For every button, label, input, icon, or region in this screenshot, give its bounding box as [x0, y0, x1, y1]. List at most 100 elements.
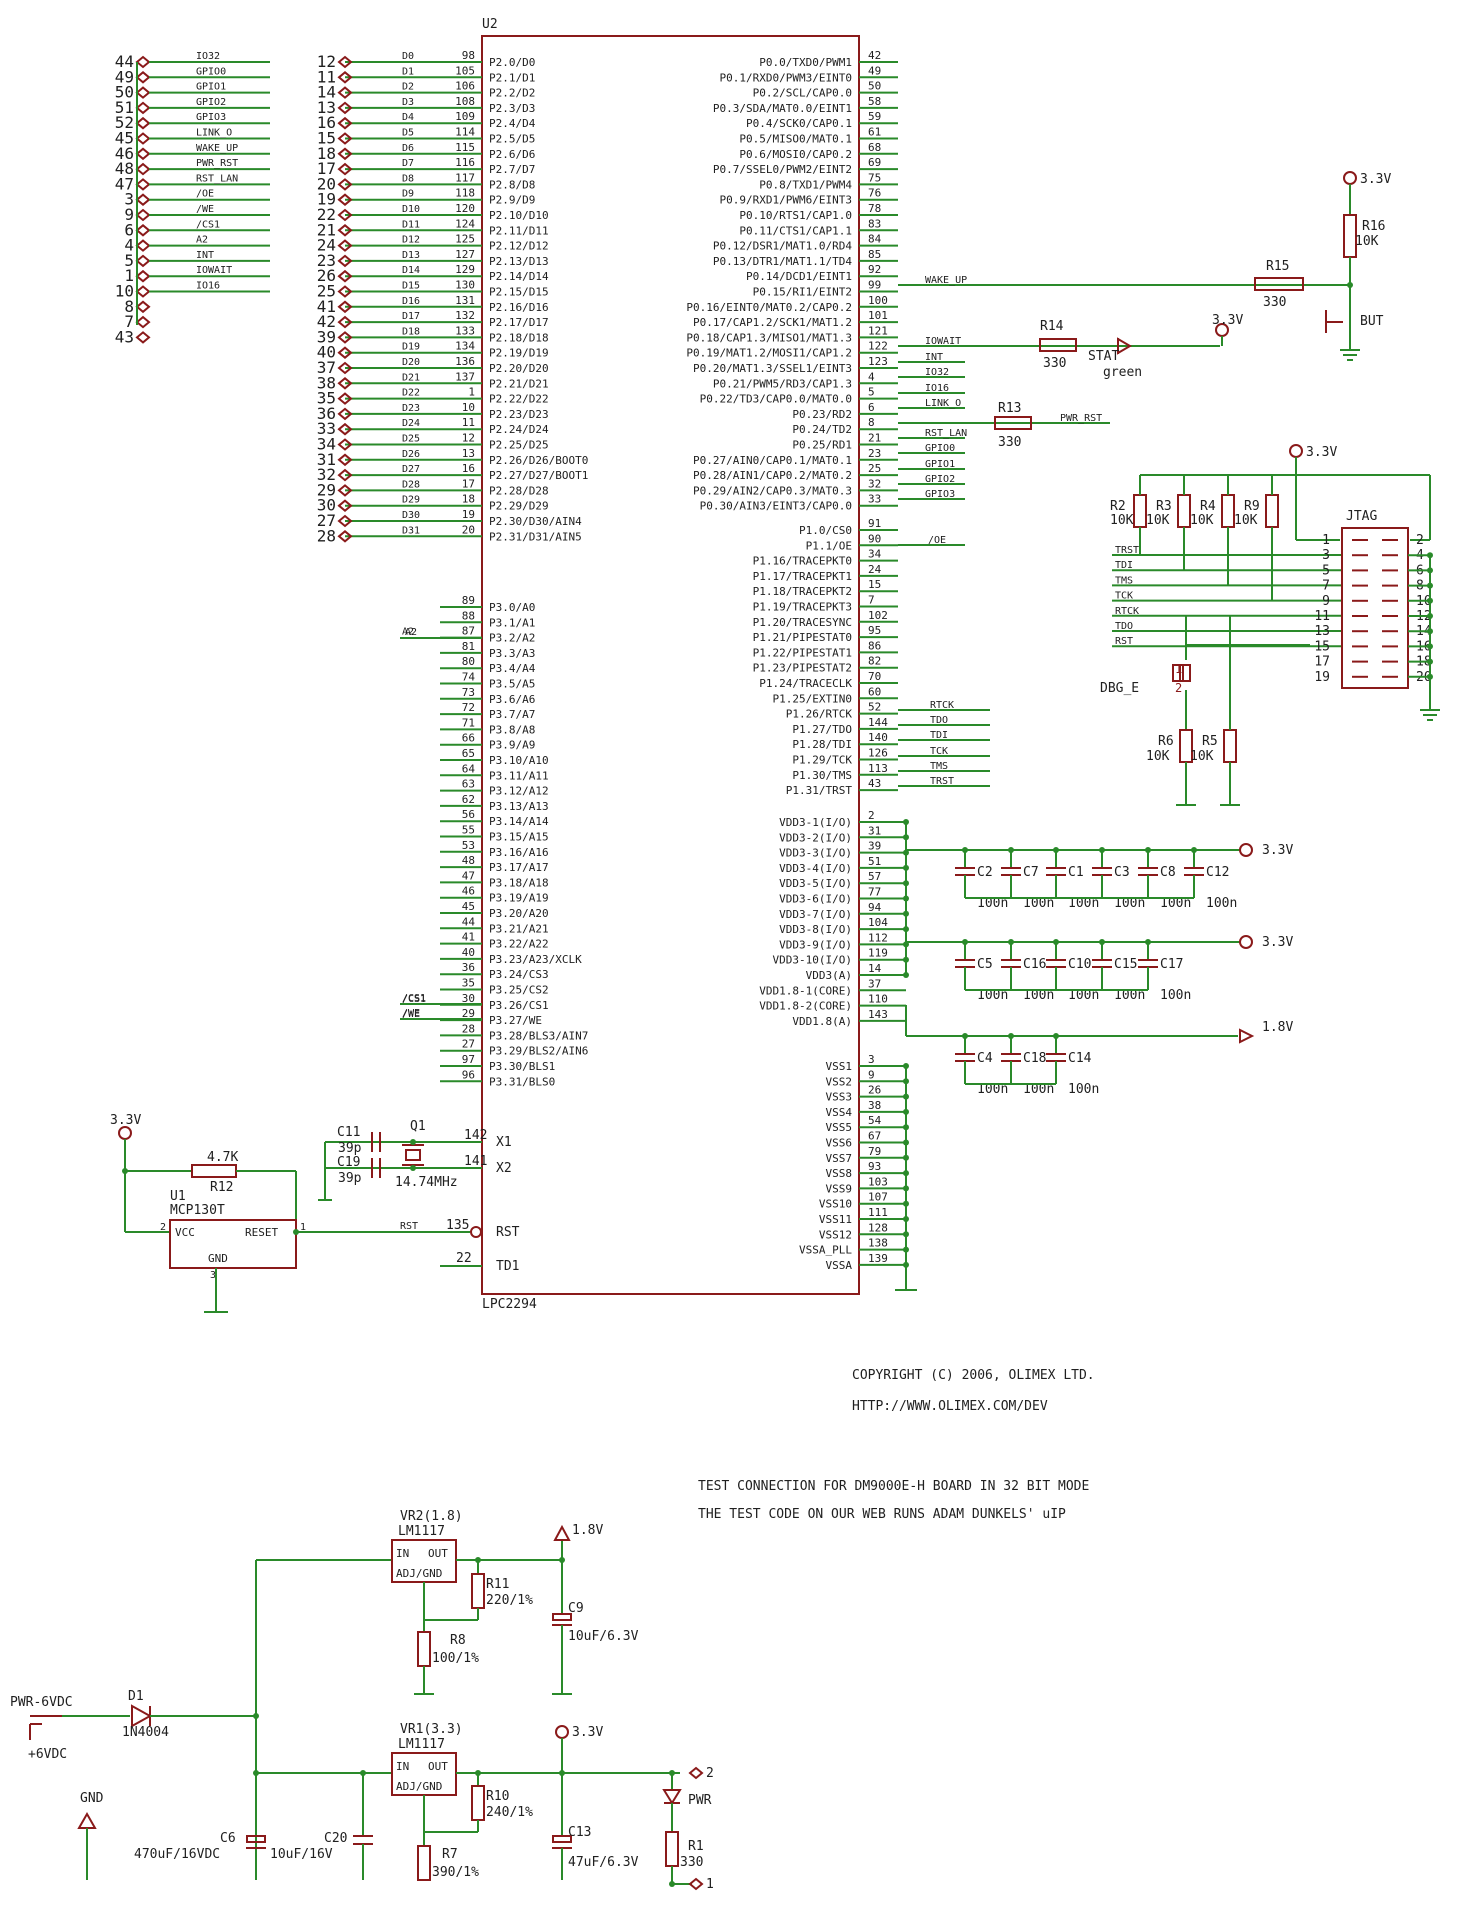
u2-p1-pin-5: 7	[868, 594, 875, 607]
u2-p2-ext-0: 12	[317, 52, 336, 71]
u2-p1-name-2: P1.16/TRACEPKT0	[753, 555, 852, 568]
u2-p1-pin-9: 82	[868, 655, 881, 668]
u2-p1-name-3: P1.17/TRACEPKT1	[753, 570, 852, 583]
u2-p0-name-29: P0.30/AIN3/EINT3/CAP0.0	[700, 500, 852, 513]
test-note-2: THE TEST CODE ON OUR WEB RUNS ADAM DUNKE…	[698, 1507, 1066, 1522]
u2-p0-name-12: P0.12/DSR1/MAT1.0/RD4	[713, 240, 852, 253]
u2-p0-name-7: P0.7/SSEL0/PWM2/EINT2	[713, 163, 852, 176]
u2-p2-pin-20: 136	[455, 355, 475, 368]
u2-p3-name-23: P3.23/A23/XCLK	[489, 953, 582, 966]
u2-vdd-pin-1: 31	[868, 824, 881, 837]
u2-p2-name-13: P2.13/D13	[489, 255, 549, 268]
u2-p0-pin-6: 68	[868, 141, 881, 154]
u2-vss-name-6: VSS7	[826, 1152, 853, 1165]
rail-1v8-label: 1.8V	[1262, 1020, 1293, 1035]
u2-p3-pin-23: 40	[462, 946, 475, 959]
u2-p0-name-26: P0.27/AIN0/CAP0.1/MAT0.1	[693, 454, 852, 467]
svg-text:GPIO0: GPIO0	[925, 443, 955, 454]
u2-p3-name-14: P3.14/A14	[489, 815, 549, 828]
r15-val: 330	[1263, 295, 1286, 310]
u2-p2-pin-28: 17	[462, 477, 475, 490]
u2-p2-ext-14: 26	[317, 266, 336, 285]
u2-vss-name-13: VSSA	[826, 1259, 853, 1272]
u2-p1-pin-3: 24	[868, 563, 882, 576]
pwr-rst-label: PWR_RST	[1060, 413, 1102, 424]
u2-p2-ext-28: 29	[317, 480, 336, 499]
u2-p2-pin-29: 18	[462, 493, 475, 506]
u2-p0-pin-7: 69	[868, 156, 881, 169]
jtag-lpin-3: 7	[1322, 579, 1330, 594]
dbg-pin-1: 1	[1175, 662, 1182, 676]
vr2-in: IN	[396, 1547, 409, 1560]
u2-p2-pin-0: 98	[462, 49, 475, 62]
u2-p2-net-16: D16	[402, 296, 420, 307]
u2-p1-name-5: P1.19/TRACEPKT3	[753, 601, 852, 614]
r2-val: 10K	[1110, 513, 1134, 528]
u2-p0-name-21: P0.21/PWM5/RD3/CAP1.3	[713, 377, 852, 390]
r3-ref: R3	[1156, 499, 1172, 514]
vr2-val: LM1117	[398, 1524, 445, 1539]
hdr-pin-14: 1	[124, 266, 134, 285]
u2-p2-name-11: P2.11/D11	[489, 224, 549, 237]
cap-ref-C15: C15	[1114, 957, 1137, 972]
crystal-reset: C11 39p C19 39p Q1 14.74MHz 142 141 X1 X…	[110, 1113, 520, 1313]
jtag-lpin-2: 5	[1322, 563, 1330, 578]
u2-p1-pin-14: 140	[868, 731, 888, 744]
u2-p2-ext-6: 18	[317, 144, 336, 163]
u2-p0-pin-0: 42	[868, 49, 881, 62]
u2-vss-name-11: VSS12	[819, 1228, 852, 1241]
u2-p0-name-3: P0.3/SDA/MAT0.0/EINT1	[713, 102, 852, 115]
u2-vss-name-7: VSS8	[826, 1167, 853, 1180]
rail-3v3-label-2: 3.3V	[1212, 313, 1243, 328]
u2-p1-name-1: P1.1/OE	[806, 539, 852, 552]
u2-p3-pin-2: 87	[462, 625, 475, 638]
u2-p1-pin-8: 86	[868, 639, 881, 652]
svg-text:22: 22	[456, 1251, 472, 1266]
u2-p2-ext-1: 11	[317, 67, 336, 86]
u2-p2-name-0: P2.0/D0	[489, 56, 535, 69]
hdr-net-0: IO32	[196, 51, 220, 62]
svg-text:GPIO3: GPIO3	[925, 489, 955, 500]
u2-p3-pin-30: 97	[462, 1053, 475, 1066]
r8-ref: R8	[450, 1633, 466, 1648]
cap-val-C10: 100n	[1068, 988, 1099, 1003]
u2-p2-net-10: D10	[402, 204, 420, 215]
u2-p1-name-14: P1.28/TDI	[792, 738, 852, 751]
u2-p3-pin-16: 53	[462, 839, 475, 852]
u2-vdd-pin-4: 57	[868, 870, 881, 883]
hdr-net-2: GPIO1	[196, 82, 226, 93]
u2-p1-pin-11: 60	[868, 685, 881, 698]
u2-p2-pin-3: 108	[455, 95, 475, 108]
u2-p0-name-19: P0.19/MAT1.2/MOSI1/CAP1.2	[686, 347, 852, 360]
cap-val-C15: 100n	[1114, 988, 1145, 1003]
c13-ref: C13	[568, 1825, 591, 1840]
hdr-net-10: /WE	[196, 204, 214, 215]
u2-p2-net-0: D0	[402, 51, 414, 62]
u2-p3-name-16: P3.16/A16	[489, 846, 549, 859]
u1-body	[169, 1219, 297, 1269]
u2-vss-pin-11: 128	[868, 1221, 888, 1234]
u2-p3-name-2: P3.2/A2	[489, 632, 535, 645]
u2-p2-name-20: P2.20/D20	[489, 362, 549, 375]
svg-text:A2: A2	[405, 627, 417, 638]
u2-p2-pin-8: 117	[455, 171, 475, 184]
r1-val: 330	[680, 1855, 703, 1870]
u1-pin3: 3	[210, 1270, 216, 1281]
u2-vdd-pin-7: 104	[868, 916, 888, 929]
u2-p2-ext-22: 35	[317, 389, 336, 408]
u2-p2-ext-27: 32	[317, 465, 336, 484]
u2-p2-name-28: P2.28/D28	[489, 484, 549, 497]
u1-gnd: GND	[208, 1252, 228, 1265]
u2-p2-ext-11: 21	[317, 220, 336, 239]
u2-p3-name-0: P3.0/A0	[489, 601, 535, 614]
hdr-pin-2: 50	[115, 83, 134, 102]
rail-3v3-label-4: 3.3V	[1262, 843, 1293, 858]
pwr-pin-2: 2	[706, 1766, 714, 1781]
u2-p2-net-3: D3	[402, 97, 414, 108]
u2-p3-name-4: P3.4/A4	[489, 662, 536, 675]
dbg-pin-2: 2	[1175, 681, 1182, 695]
u2-vdd-name-9: VDD3-10(I/O)	[773, 954, 852, 967]
q1-val: 14.74MHz	[395, 1175, 458, 1190]
u2-p2-pin-19: 134	[455, 340, 475, 353]
u2-p2-net-18: D18	[402, 326, 420, 337]
